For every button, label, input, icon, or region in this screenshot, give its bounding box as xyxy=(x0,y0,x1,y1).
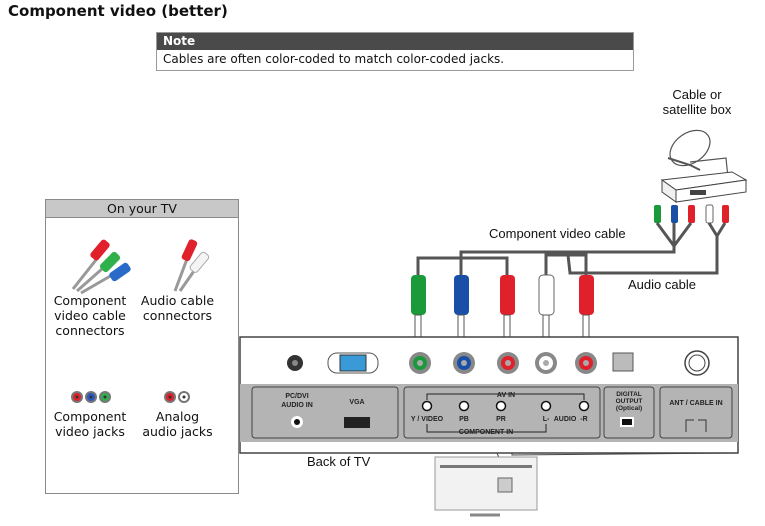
back-of-tv-label: Back of TV xyxy=(307,454,371,469)
source-plugs xyxy=(654,204,729,224)
av-group xyxy=(403,386,601,439)
component-cable-connectors-icon xyxy=(71,239,131,295)
note-box: Note Cables are often color-coded to mat… xyxy=(156,32,634,71)
av-in-label: AV IN xyxy=(497,392,515,399)
digital-label: (Optical) xyxy=(616,405,642,412)
pc-audio-label-2: AUDIO IN xyxy=(281,402,313,409)
label-line: video jacks xyxy=(55,424,125,439)
label-line: audio jacks xyxy=(142,424,213,439)
on-your-tv-heading: On your TV xyxy=(46,200,238,218)
source-label-2: satellite box xyxy=(663,102,732,117)
section-title: Component video (better) xyxy=(8,2,228,20)
legend-label-audio-cable: Audio cable connectors xyxy=(135,293,220,323)
pc-audio-label-1: PC/DVI xyxy=(285,393,308,400)
legend-label-component-cable: Component video cable connectors xyxy=(45,293,135,338)
legend-label-analog-jacks: Analog audio jacks xyxy=(135,409,220,439)
jack-label: AUDIO xyxy=(554,416,577,423)
digital-group xyxy=(603,386,655,439)
cables xyxy=(416,222,727,275)
on-your-tv-box: On your TV xyxy=(45,199,239,494)
tv-side-plugs xyxy=(411,274,594,338)
jack-label: Y / VIDEO xyxy=(411,416,444,423)
audio-cable-label: Audio cable xyxy=(628,277,696,292)
note-heading: Note xyxy=(157,33,633,50)
top-row-ports xyxy=(287,350,710,376)
digital-label: DIGITAL xyxy=(616,391,642,398)
legend-icons xyxy=(71,239,210,403)
jack-label: PR xyxy=(496,416,506,423)
analog-audio-jacks-icon xyxy=(164,391,190,403)
label-line: connectors xyxy=(55,323,125,338)
component-cable-label: Component video cable xyxy=(489,226,626,241)
label-line: video cable xyxy=(54,308,126,323)
satellite-box-icon xyxy=(660,129,748,203)
jack-label: -R xyxy=(580,416,587,423)
ant-label: ANT / CABLE IN xyxy=(669,400,722,407)
label-line: Component xyxy=(53,293,127,308)
ant-group xyxy=(659,386,733,439)
legend-label-component-jacks: Component video jacks xyxy=(45,409,135,439)
av-jacks xyxy=(421,393,590,433)
source-label-1: Cable or xyxy=(672,87,722,102)
label-line: Component xyxy=(53,409,127,424)
jack-label: L- xyxy=(543,416,550,423)
label-line: connectors xyxy=(142,308,213,323)
label-line: Audio cable xyxy=(140,293,215,308)
tv-back-thumbnail-icon xyxy=(290,452,739,517)
vga-label: VGA xyxy=(349,399,364,406)
pc-group xyxy=(251,386,399,439)
component-in-label: COMPONENT IN xyxy=(459,429,513,436)
component-jacks-icon xyxy=(71,391,111,403)
note-text: Cables are often color-coded to match co… xyxy=(163,52,505,66)
audio-cable-connectors-icon xyxy=(173,239,210,292)
label-line: Analog xyxy=(155,409,200,424)
jack-label: PB xyxy=(459,416,469,423)
digital-label: OUTPUT xyxy=(616,398,643,405)
